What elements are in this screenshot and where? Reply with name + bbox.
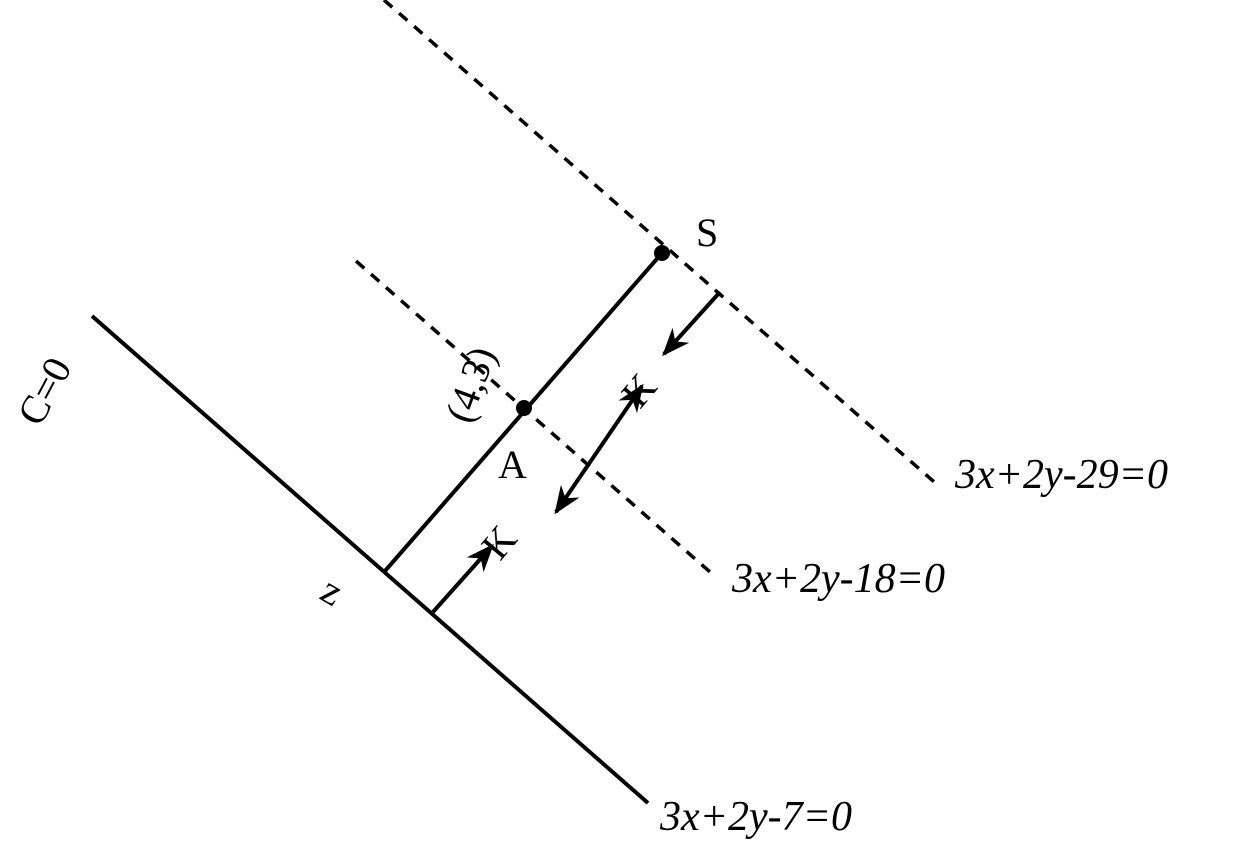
equation-line3: 3x+2y-29=0 <box>954 452 1168 498</box>
label-s: S <box>696 210 718 255</box>
double-arrow <box>554 383 644 515</box>
dashed-line-3x2y-18 <box>354 259 712 574</box>
dashed-line-3x2y-29 <box>382 0 942 489</box>
point-a-dot <box>516 400 532 416</box>
label-a: A <box>498 442 527 487</box>
arrow-k-lower <box>431 543 494 614</box>
line-3x2y-7 <box>90 314 650 805</box>
label-k-upper: K <box>612 365 665 416</box>
equation-line1: 3x+2y-7=0 <box>659 794 852 840</box>
equation-line2: 3x+2y-18=0 <box>731 556 945 602</box>
label-z: z <box>314 567 352 615</box>
label-c-equals-0: C=0 <box>8 350 80 432</box>
arrow-k-upper <box>662 290 722 357</box>
point-s-dot <box>654 245 670 261</box>
